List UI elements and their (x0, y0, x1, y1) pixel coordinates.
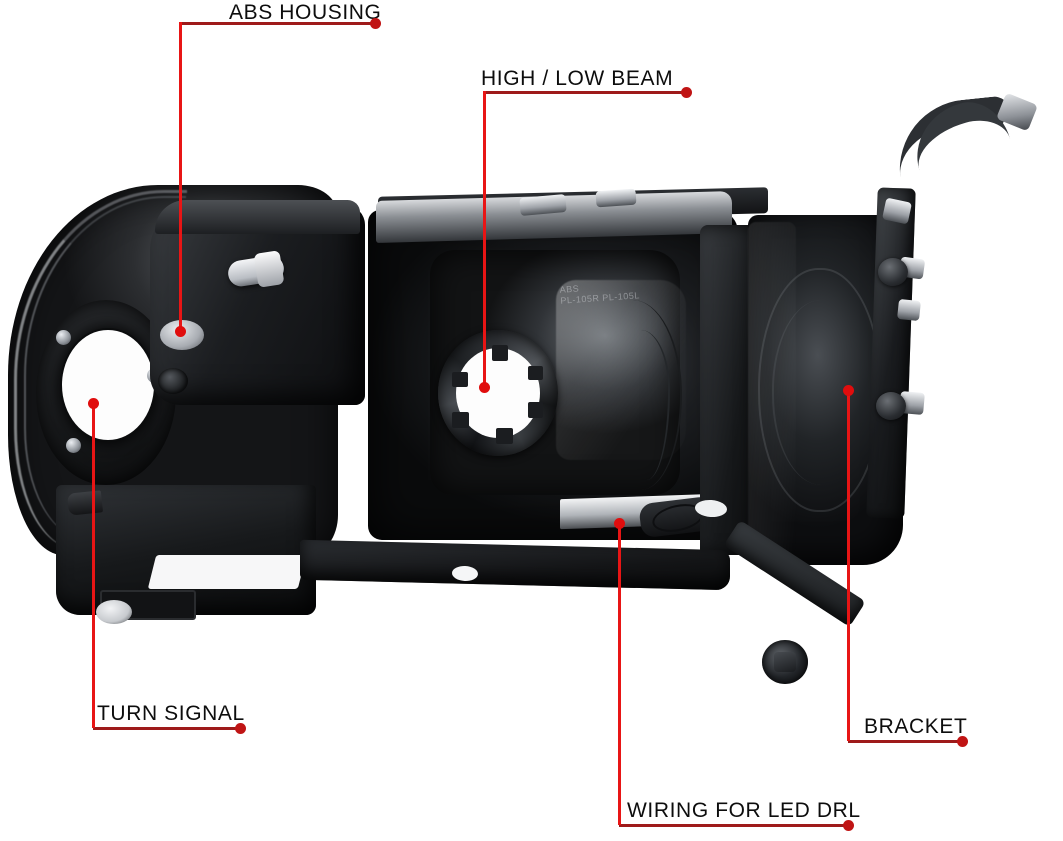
shroud-contour-line-secondary (772, 300, 870, 485)
drl-wiring-connector (638, 495, 716, 539)
leader-dot-high-low-beam-label (681, 87, 692, 98)
chrome-rim-highlight-secondary (24, 196, 186, 538)
leader-dot-wiring-for-led-drl-label (843, 820, 854, 831)
leader-dot-wiring-for-led-drl-target (614, 518, 625, 529)
socket-notch (496, 428, 513, 444)
leader-line-vertical-turn-signal (92, 403, 95, 728)
leader-dot-abs-housing-target (175, 326, 186, 337)
retaining-clip-icon (519, 194, 567, 216)
bracket-clip-icon (897, 298, 921, 322)
bracket-arm-tip (995, 92, 1039, 132)
lower-rail (300, 539, 730, 591)
leader-line-horizontal-high-low-beam (484, 91, 686, 94)
bracket-foot (762, 640, 808, 684)
leader-line-vertical-abs-housing (179, 22, 182, 332)
callout-label-abs-housing: ABS HOUSING (229, 1, 382, 24)
right-shroud-panel (748, 215, 903, 565)
bracket-bolt (878, 258, 908, 286)
reflector-inner-shell (430, 250, 680, 495)
cavity-floor-strip (560, 492, 745, 530)
aim-adjuster-cap (253, 250, 285, 288)
socket-notch (528, 366, 543, 380)
rail-hole-secondary (694, 498, 728, 519)
inner-wall-lip (155, 200, 360, 234)
leader-line-horizontal-wiring-for-led-drl (619, 824, 848, 827)
bracket-arm-upper (892, 93, 1038, 249)
shroud-contour-line (758, 268, 882, 512)
callout-label-wiring-for-led-drl: WIRING FOR LED DRL (627, 799, 861, 822)
socket-notch (492, 345, 508, 361)
inner-wall-panel (150, 205, 365, 405)
leader-line-horizontal-turn-signal (93, 727, 240, 730)
bracket-arm (866, 187, 916, 519)
leader-line-vertical-wiring-for-led-drl (618, 523, 621, 825)
chrome-rim-highlight (14, 190, 187, 548)
leader-dot-abs-housing-label (370, 18, 381, 29)
flange-bolt-hole (96, 600, 132, 624)
reflector-cavity (368, 210, 738, 540)
bulb-socket-hole (456, 348, 540, 438)
bracket-foot-insert (774, 652, 796, 672)
flange-tab (66, 490, 104, 516)
bracket-clip-icon (899, 390, 925, 416)
bracket-arm-hook (904, 92, 1028, 226)
callout-label-bracket: BRACKET (864, 715, 968, 738)
screw-icon (56, 330, 71, 345)
leader-dot-turn-signal-label (235, 723, 246, 734)
leader-dot-bracket-label (957, 736, 968, 747)
bracket-clip-icon (898, 256, 926, 280)
internal-wiring-loom (600, 300, 682, 490)
retaining-clip-icon (595, 188, 637, 208)
flange-slot-secondary (100, 590, 196, 620)
rail-hole (451, 565, 479, 582)
leader-dot-turn-signal-target (88, 398, 99, 409)
internal-wiring-loom-secondary (612, 330, 670, 480)
vent-port (158, 368, 188, 394)
socket-notch (528, 402, 543, 418)
bulb-socket-ring (438, 330, 558, 456)
turn-signal-bulb-hole (62, 330, 154, 440)
cavity-top-shelf (376, 191, 732, 243)
leader-dot-bracket-target (843, 385, 854, 396)
flange-slot (147, 555, 307, 589)
cavity-top-lip (378, 187, 768, 223)
leader-line-vertical-bracket (847, 390, 850, 741)
drl-wiring-coil (649, 499, 707, 537)
shroud-edge-highlight (748, 222, 796, 558)
housing-bowl (8, 185, 338, 555)
leader-line-horizontal-abs-housing (180, 22, 375, 25)
molded-text-line-2: PL-105R PL-105L (560, 290, 641, 307)
bracket-bolt (876, 392, 906, 420)
bracket-lower-leg (723, 520, 866, 627)
leader-dot-high-low-beam-target (479, 382, 490, 393)
leader-line-vertical-high-low-beam (483, 91, 486, 387)
socket-notch (452, 412, 469, 428)
callout-label-turn-signal: TURN SIGNAL (97, 702, 245, 725)
screw-icon (147, 368, 162, 383)
leader-line-horizontal-bracket (848, 740, 962, 743)
screw-icon (66, 438, 81, 453)
molded-marking: ABS PL-105R PL-105L (559, 279, 640, 307)
bracket-clip-icon (881, 197, 913, 225)
reflector-glare (556, 280, 686, 460)
cavity-divider-wall (700, 225, 762, 555)
mounting-flange (56, 485, 316, 615)
turn-signal-socket-plate (36, 300, 176, 485)
aim-adjuster-peg (226, 253, 286, 289)
molded-text-line-1: ABS (559, 283, 580, 295)
socket-notch (452, 372, 468, 387)
callout-label-high-low-beam: HIGH / LOW BEAM (481, 67, 674, 90)
